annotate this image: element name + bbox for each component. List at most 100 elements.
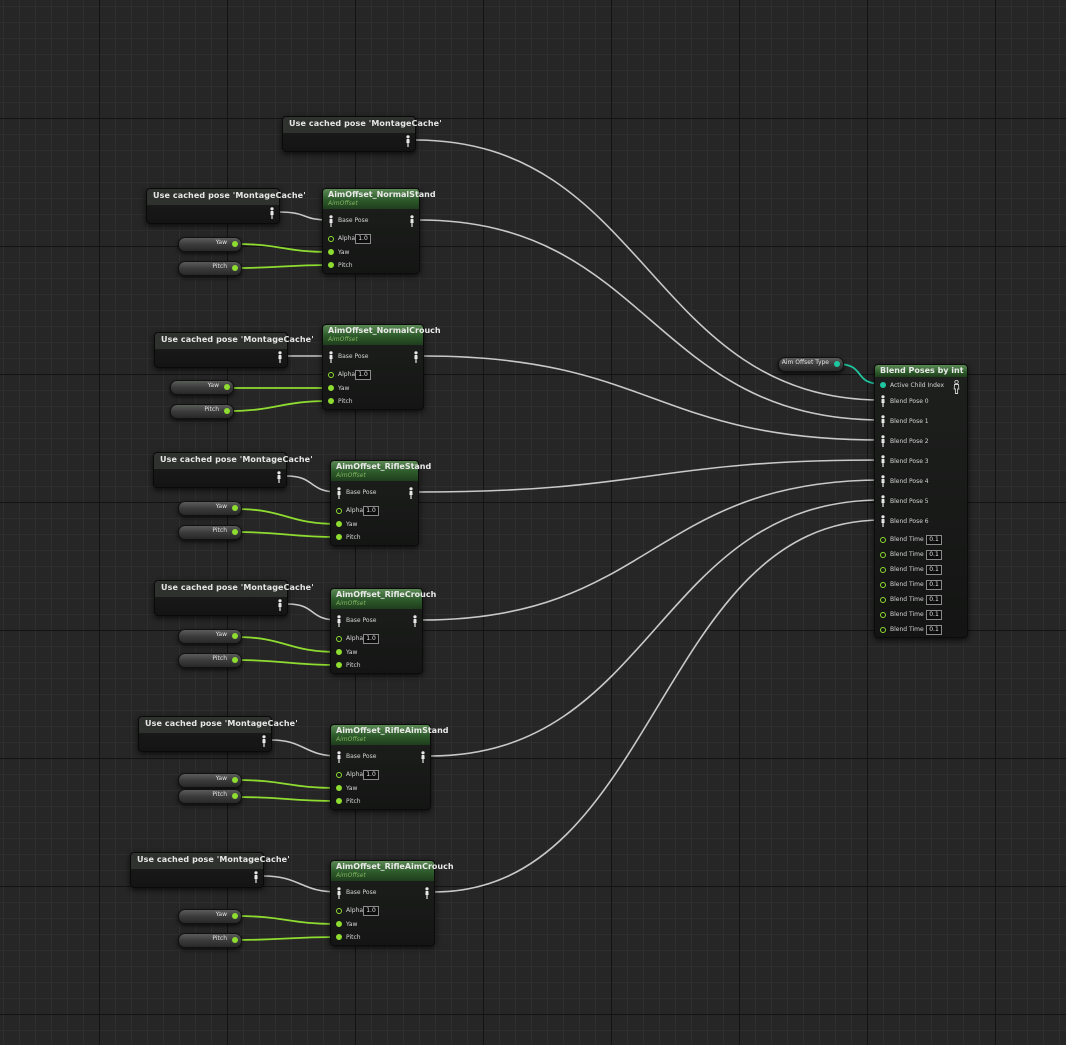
pose-pin-icon[interactable] — [277, 351, 283, 363]
pitch-pin-icon[interactable] — [336, 798, 342, 804]
yaw-variable-node[interactable]: Yaw — [178, 773, 242, 788]
float-pin-icon[interactable] — [232, 505, 238, 511]
pose-pin-icon[interactable] — [276, 471, 282, 483]
yaw-pin-icon[interactable] — [336, 649, 342, 655]
blend-time-value-input[interactable]: 0.1 — [926, 625, 942, 635]
pose-pin-icon[interactable] — [336, 887, 342, 899]
blend-time-pin-icon[interactable] — [880, 627, 886, 633]
alpha-value-input[interactable]: 1.0 — [363, 906, 379, 916]
pose-pin-icon[interactable] — [328, 215, 334, 227]
cached-pose-node-normal-crouch[interactable]: Use cached pose 'MontageCache' — [154, 332, 314, 368]
blend-time-value-input[interactable]: 0.1 — [926, 580, 942, 590]
float-pin-icon[interactable] — [224, 384, 230, 390]
aim-offset-node-normal-stand[interactable]: AimOffset_NormalStand AimOffset Base Pos… — [322, 188, 436, 274]
blend-poses-by-int-node[interactable]: Blend Poses by int Active Child Index Bl… — [874, 364, 968, 638]
float-pin-icon[interactable] — [232, 241, 238, 247]
alpha-value-input[interactable]: 1.0 — [355, 234, 371, 244]
blend-time-pin-icon[interactable] — [880, 537, 886, 543]
yaw-variable-node[interactable]: Yaw — [178, 629, 242, 644]
output-pose-pin-icon[interactable] — [408, 487, 414, 499]
blend-time-value-input[interactable]: 0.1 — [926, 595, 942, 605]
blend-pose-pin-icon[interactable] — [880, 415, 886, 427]
yaw-pin-icon[interactable] — [336, 921, 342, 927]
blend-time-value-input[interactable]: 0.1 — [926, 610, 942, 620]
blend-time-pin-icon[interactable] — [880, 597, 886, 603]
blend-time-pin-icon[interactable] — [880, 552, 886, 558]
float-pin-icon[interactable] — [232, 913, 238, 919]
blend-pose-pin-icon[interactable] — [880, 435, 886, 447]
float-pin-icon[interactable] — [224, 408, 230, 414]
alpha-pin-icon[interactable] — [336, 772, 342, 778]
aim-offset-node-rifle-aim-crouch[interactable]: AimOffset_RifleAimCrouch AimOffset Base … — [330, 860, 454, 946]
float-pin-icon[interactable] — [232, 265, 238, 271]
pose-pin-icon[interactable] — [405, 135, 411, 147]
alpha-pin-icon[interactable] — [328, 236, 334, 242]
float-pin-icon[interactable] — [232, 793, 238, 799]
aim-offset-node-rifle-aim-stand[interactable]: AimOffset_RifleAimStand AimOffset Base P… — [330, 724, 449, 810]
blend-pose-pin-icon[interactable] — [880, 475, 886, 487]
cached-pose-node-rifle-aim-crouch[interactable]: Use cached pose 'MontageCache' — [130, 852, 290, 888]
float-pin-icon[interactable] — [232, 777, 238, 783]
pitch-pin-icon[interactable] — [336, 534, 342, 540]
blend-time-pin-icon[interactable] — [880, 567, 886, 573]
float-pin-icon[interactable] — [232, 633, 238, 639]
alpha-value-input[interactable]: 1.0 — [363, 506, 379, 516]
pose-pin-icon[interactable] — [336, 751, 342, 763]
pitch-variable-node[interactable]: Pitch — [178, 261, 242, 276]
pitch-variable-node[interactable]: Pitch — [178, 933, 242, 948]
pitch-pin-icon[interactable] — [328, 398, 334, 404]
yaw-pin-icon[interactable] — [328, 385, 334, 391]
alpha-pin-icon[interactable] — [336, 508, 342, 514]
yaw-variable-node[interactable]: Yaw — [178, 909, 242, 924]
cached-pose-node-top[interactable]: Use cached pose 'MontageCache' — [282, 116, 442, 152]
yaw-pin-icon[interactable] — [328, 249, 334, 255]
aim-offset-node-rifle-stand[interactable]: AimOffset_RifleStand AimOffset Base Pose… — [330, 460, 431, 546]
pose-pin-icon[interactable] — [253, 871, 259, 883]
cached-pose-node-rifle-stand[interactable]: Use cached pose 'MontageCache' — [153, 452, 313, 488]
blend-pose-pin-icon[interactable] — [880, 515, 886, 527]
blend-pose-pin-icon[interactable] — [880, 455, 886, 467]
output-pose-pin-icon[interactable] — [409, 215, 415, 227]
float-pin-icon[interactable] — [232, 657, 238, 663]
aim-offset-node-normal-crouch[interactable]: AimOffset_NormalCrouch AimOffset Base Po… — [322, 324, 441, 410]
blend-pose-pin-icon[interactable] — [880, 395, 886, 407]
pose-pin-icon[interactable] — [277, 599, 283, 611]
blend-time-pin-icon[interactable] — [880, 582, 886, 588]
alpha-pin-icon[interactable] — [336, 636, 342, 642]
blend-time-pin-icon[interactable] — [880, 612, 886, 618]
blend-time-value-input[interactable]: 0.1 — [926, 550, 942, 560]
cached-pose-node-rifle-crouch[interactable]: Use cached pose 'MontageCache' — [154, 580, 314, 616]
float-pin-icon[interactable] — [232, 529, 238, 535]
blend-pose-pin-icon[interactable] — [880, 495, 886, 507]
pose-pin-icon[interactable] — [336, 487, 342, 499]
cached-pose-node-rifle-aim-stand[interactable]: Use cached pose 'MontageCache' — [138, 716, 298, 752]
pitch-pin-icon[interactable] — [336, 934, 342, 940]
alpha-value-input[interactable]: 1.0 — [363, 770, 379, 780]
float-pin-icon[interactable] — [232, 937, 238, 943]
alpha-value-input[interactable]: 1.0 — [355, 370, 371, 380]
pose-pin-icon[interactable] — [269, 207, 275, 219]
yaw-variable-node[interactable]: Yaw — [170, 380, 234, 395]
alpha-pin-icon[interactable] — [328, 372, 334, 378]
pitch-variable-node[interactable]: Pitch — [170, 404, 234, 419]
pitch-variable-node[interactable]: Pitch — [178, 789, 242, 804]
cached-pose-node-normal-stand[interactable]: Use cached pose 'MontageCache' — [146, 188, 306, 224]
pitch-pin-icon[interactable] — [328, 262, 334, 268]
yaw-pin-icon[interactable] — [336, 785, 342, 791]
blend-time-value-input[interactable]: 0.1 — [926, 565, 942, 575]
output-pose-pin-icon[interactable] — [413, 351, 419, 363]
pitch-variable-node[interactable]: Pitch — [178, 525, 242, 540]
pose-pin-icon[interactable] — [261, 735, 267, 747]
pitch-pin-icon[interactable] — [336, 662, 342, 668]
int-pin-icon[interactable] — [834, 361, 840, 367]
pose-pin-icon[interactable] — [336, 615, 342, 627]
alpha-pin-icon[interactable] — [336, 908, 342, 914]
blend-time-value-input[interactable]: 0.1 — [926, 535, 942, 545]
pitch-variable-node[interactable]: Pitch — [178, 653, 242, 668]
yaw-pin-icon[interactable] — [336, 521, 342, 527]
output-pose-pin-icon[interactable] — [412, 615, 418, 627]
output-pose-pin-icon[interactable] — [424, 887, 430, 899]
alpha-value-input[interactable]: 1.0 — [363, 634, 379, 644]
pose-pin-icon[interactable] — [328, 351, 334, 363]
output-pose-pin-icon[interactable] — [420, 751, 426, 763]
